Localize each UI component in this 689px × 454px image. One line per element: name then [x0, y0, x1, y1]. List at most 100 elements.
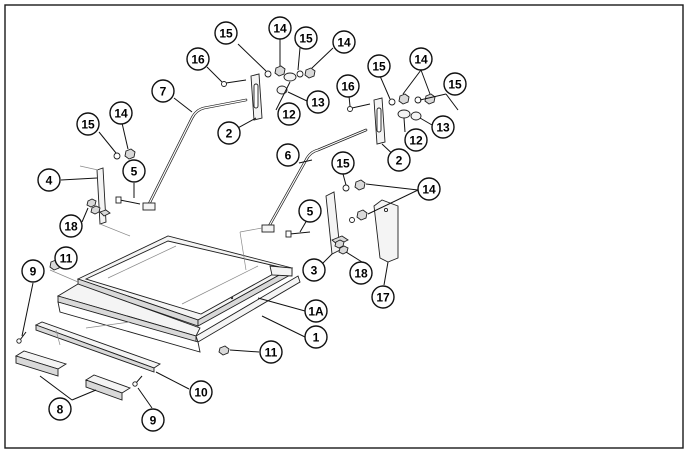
callout-16-a-label: 16	[191, 53, 205, 67]
nut-14-right-a	[398, 93, 410, 105]
leader-7	[173, 97, 193, 113]
rod-7-end-fitting	[142, 202, 156, 211]
callout-18-right: 18	[349, 261, 373, 285]
leader-8b	[71, 389, 97, 401]
callout-3-label: 3	[311, 264, 318, 278]
leader-14c	[121, 122, 129, 150]
callout-14-e: 14	[417, 177, 441, 201]
screw-left-shank	[19, 331, 27, 341]
right-link-assembly	[347, 93, 436, 145]
callout-6: 6	[276, 143, 300, 167]
bolt-left-shank	[119, 199, 141, 205]
left-bracket-foot	[99, 209, 111, 217]
callout-13-left: 13	[306, 90, 330, 114]
screw-left-head	[16, 338, 22, 344]
callout-18-right-label: 18	[354, 267, 368, 281]
callout-15-d: 15	[367, 54, 391, 78]
callout-12-left: 12	[277, 102, 301, 126]
rail-shoe-right-side	[85, 379, 123, 401]
spacer-12-right	[397, 109, 411, 119]
leader-14b	[311, 47, 334, 69]
callout-10-label: 10	[194, 386, 208, 400]
callout-13-right-label: 13	[436, 121, 450, 135]
callout-5-left: 5	[122, 159, 146, 183]
callout-14-a-label: 14	[273, 22, 287, 36]
callout-14-c-label: 14	[114, 107, 128, 121]
leader-15c	[98, 131, 117, 154]
callout-14-c: 14	[109, 101, 133, 125]
leader-2a	[235, 117, 257, 130]
hidden-line-left-bracket	[99, 223, 131, 237]
leader-13a	[287, 91, 308, 102]
spacer-12-left	[283, 72, 297, 82]
callout-2-left: 2	[217, 121, 241, 145]
callout-11-upper-label: 11	[60, 252, 73, 266]
rod-7-highlight	[147, 99, 247, 207]
callout-14-d: 14	[409, 47, 433, 71]
leader-14e	[365, 183, 419, 191]
plate-17	[373, 199, 399, 263]
bolt-16-left-shank	[225, 79, 247, 84]
bolt-16-right-shank	[351, 103, 371, 109]
callout-17-label: 17	[376, 291, 390, 305]
washer-left	[113, 152, 121, 160]
leader-14e-a	[420, 69, 431, 95]
nut-left	[124, 148, 136, 160]
callout-1a: 1A	[304, 299, 328, 323]
nut-lower-right	[218, 345, 230, 356]
leader-6	[298, 159, 313, 164]
front-rail-edge	[35, 324, 155, 373]
callout-6-label: 6	[285, 149, 292, 163]
leader-16a	[206, 66, 223, 83]
bolt-5-right-shank	[289, 231, 311, 235]
nut-14-left-b	[304, 67, 316, 79]
bolt-16-right-head	[347, 106, 353, 112]
link-plate-right-slot	[376, 107, 382, 133]
callout-10: 10	[189, 380, 213, 404]
leader-13b	[419, 117, 433, 126]
rod-6-end-fitting	[261, 224, 275, 233]
leader-17	[383, 261, 389, 286]
nut-14-bracket-b	[356, 209, 368, 221]
bolt-left-head	[115, 196, 122, 204]
bolt-5-right-head	[285, 230, 292, 238]
callout-16-b-label: 16	[341, 80, 355, 94]
callout-13-left-label: 13	[311, 96, 325, 110]
leader-1a	[257, 297, 306, 312]
callout-14-a: 14	[268, 16, 292, 40]
callout-15-a-label: 15	[219, 27, 233, 41]
diagram-border	[4, 4, 684, 449]
hidden-line-nut	[49, 269, 79, 283]
callout-15-e: 15	[443, 72, 467, 96]
callout-8: 8	[48, 397, 72, 421]
hidden-line-bracket	[79, 165, 99, 171]
leader-15f	[342, 173, 347, 186]
callout-15-f-label: 15	[336, 157, 350, 171]
callout-17: 17	[371, 285, 395, 309]
callout-8-label: 8	[57, 403, 64, 417]
nut-14-bracket-a	[354, 179, 366, 191]
callout-11-upper: 11	[54, 246, 78, 270]
washer-bracket-b	[349, 217, 355, 223]
leader-15e-b	[445, 93, 459, 111]
callout-14-d-label: 14	[414, 53, 428, 67]
hidden-line-rod-6	[239, 227, 263, 233]
leader-15a	[237, 43, 267, 72]
rod-7-body	[146, 98, 248, 208]
leader-8a	[39, 375, 73, 401]
callout-14-e-label: 14	[422, 183, 436, 197]
callout-18-left-label: 18	[64, 220, 78, 234]
leader-10	[155, 371, 190, 390]
callout-11-lower: 11	[259, 340, 283, 364]
washer-15-right-a	[388, 98, 396, 106]
callout-16-a: 16	[186, 47, 210, 71]
callout-4: 4	[37, 168, 61, 192]
leader-11b	[229, 349, 260, 353]
leader-15e	[419, 93, 447, 101]
callout-7-label: 7	[160, 85, 167, 99]
hidden-line-rod-6-b	[239, 231, 247, 271]
spacer-13-right	[410, 111, 422, 121]
nut-18-right-b	[338, 245, 349, 255]
left-link-assembly	[221, 65, 316, 121]
callout-1a-label: 1A	[308, 305, 324, 319]
